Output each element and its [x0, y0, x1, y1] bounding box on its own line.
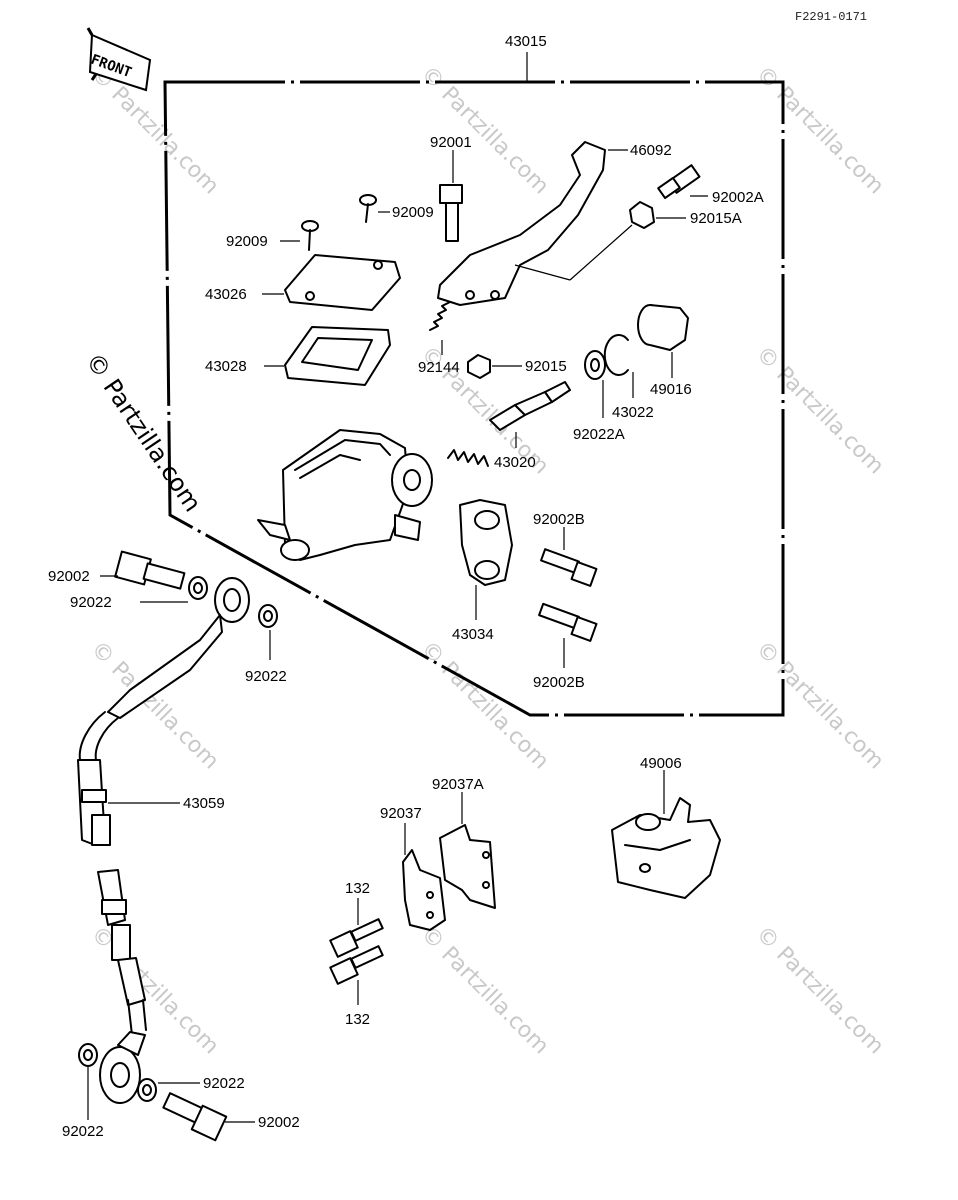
- diagram-code: F2291-0171: [795, 10, 867, 24]
- washer: [258, 604, 278, 628]
- label-43026: 43026: [205, 286, 247, 303]
- watermark: © Partzilla.com: [86, 637, 224, 775]
- bolt: [329, 945, 384, 985]
- piston: [447, 381, 571, 467]
- label-92015A: 92015A: [690, 210, 742, 227]
- watermark: © Partzilla.com: [86, 922, 224, 1060]
- bolt: [538, 602, 598, 642]
- bolt: [540, 548, 598, 587]
- master-cylinder-body: [257, 429, 433, 561]
- spring: [429, 301, 451, 331]
- label-49006: 49006: [640, 755, 682, 772]
- bracket: [402, 824, 496, 931]
- nut: [629, 201, 655, 229]
- label-46092: 46092: [630, 142, 672, 159]
- label-92037A: 92037A: [432, 776, 484, 793]
- label-43022: 43022: [612, 404, 654, 421]
- label-92002A: 92002A: [712, 189, 764, 206]
- label-43020: 43020: [494, 454, 536, 471]
- cover: [611, 797, 721, 899]
- label-92002B-top: 92002B: [533, 511, 585, 528]
- label-132-top: 132: [345, 880, 370, 897]
- front-arrow-icon: FRONT: [86, 27, 152, 92]
- label-43059: 43059: [183, 795, 225, 812]
- label-92022-bottom-b: 92022: [203, 1075, 245, 1092]
- label-132-bottom: 132: [345, 1011, 370, 1028]
- banjo-bolt: [114, 550, 186, 590]
- dust-boot: [637, 304, 689, 351]
- label-92144: 92144: [418, 359, 460, 376]
- label-92002-bottom: 92002: [258, 1114, 300, 1131]
- watermark: © Partzilla.com: [751, 922, 889, 1060]
- label-43034: 43034: [452, 626, 494, 643]
- label-92001: 92001: [430, 134, 472, 151]
- screw: [359, 194, 377, 223]
- washer: [78, 1043, 98, 1067]
- screw: [301, 220, 319, 251]
- watermark: © Partzilla.com: [751, 342, 889, 480]
- washer: [137, 1078, 157, 1102]
- pivot-bolt: [439, 184, 463, 242]
- watermark: © Partzilla.com: [416, 637, 554, 775]
- diaphragm: [284, 326, 391, 386]
- label-43015: 43015: [505, 33, 547, 50]
- label-43028: 43028: [205, 358, 247, 375]
- label-92002-top: 92002: [48, 568, 90, 585]
- label-92022A: 92022A: [573, 426, 625, 443]
- watermark: © Partzilla.com: [416, 922, 554, 1060]
- label-92009-b: 92009: [226, 233, 268, 250]
- label-92002B-bottom: 92002B: [533, 674, 585, 691]
- reservoir-cap: [284, 254, 401, 311]
- assembly-frame: [163, 80, 785, 717]
- label-92022-top-b: 92022: [245, 668, 287, 685]
- brake-hose: [77, 577, 250, 1104]
- brake-lever: [437, 141, 606, 306]
- washer: [584, 350, 606, 380]
- watermark-dark: © Partzilla.com: [80, 348, 207, 517]
- label-92022-bottom-a: 92022: [62, 1123, 104, 1140]
- label-92037: 92037: [380, 805, 422, 822]
- banjo-bolt: [162, 1092, 228, 1142]
- label-92015: 92015: [525, 358, 567, 375]
- label-92009-a: 92009: [392, 204, 434, 221]
- bolt: [329, 918, 384, 958]
- bolt: [657, 164, 701, 200]
- clamp: [459, 499, 513, 586]
- circlip: [603, 334, 629, 376]
- nut: [467, 354, 491, 379]
- label-92022-top-a: 92022: [70, 594, 112, 611]
- label-49016: 49016: [650, 381, 692, 398]
- washer: [188, 576, 208, 600]
- watermark: © Partzilla.com: [751, 637, 889, 775]
